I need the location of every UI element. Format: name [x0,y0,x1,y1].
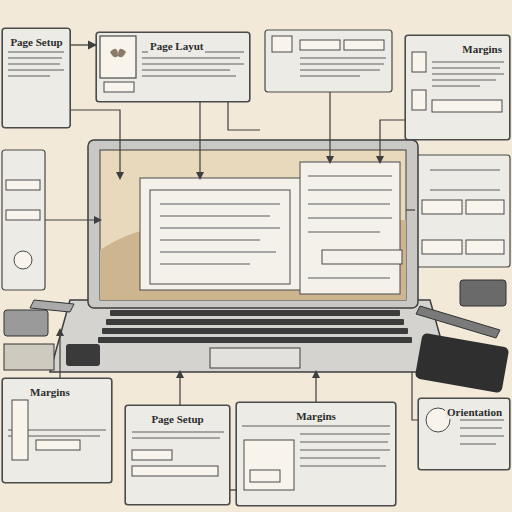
connector [71,44,96,45]
settings-panel: Page Layut [96,32,250,102]
panel-heading: Page Setup [8,36,64,49]
panel-heading: Page Layut [148,40,205,53]
settings-panel: Margins [236,402,396,506]
panel-heading: Orientation [445,406,504,419]
panel-heading: Margins [460,43,504,56]
settings-panel: Orientation [418,398,510,470]
panel-heading: Margins [28,386,72,399]
settings-panel: Margins [405,35,510,140]
panel-heading: Page Setup [149,413,205,426]
settings-panel: Page Setup [125,405,230,505]
settings-panel: Page Setup [2,28,71,128]
settings-panel: Margins [2,378,112,483]
panel-heading: Margins [294,410,338,423]
